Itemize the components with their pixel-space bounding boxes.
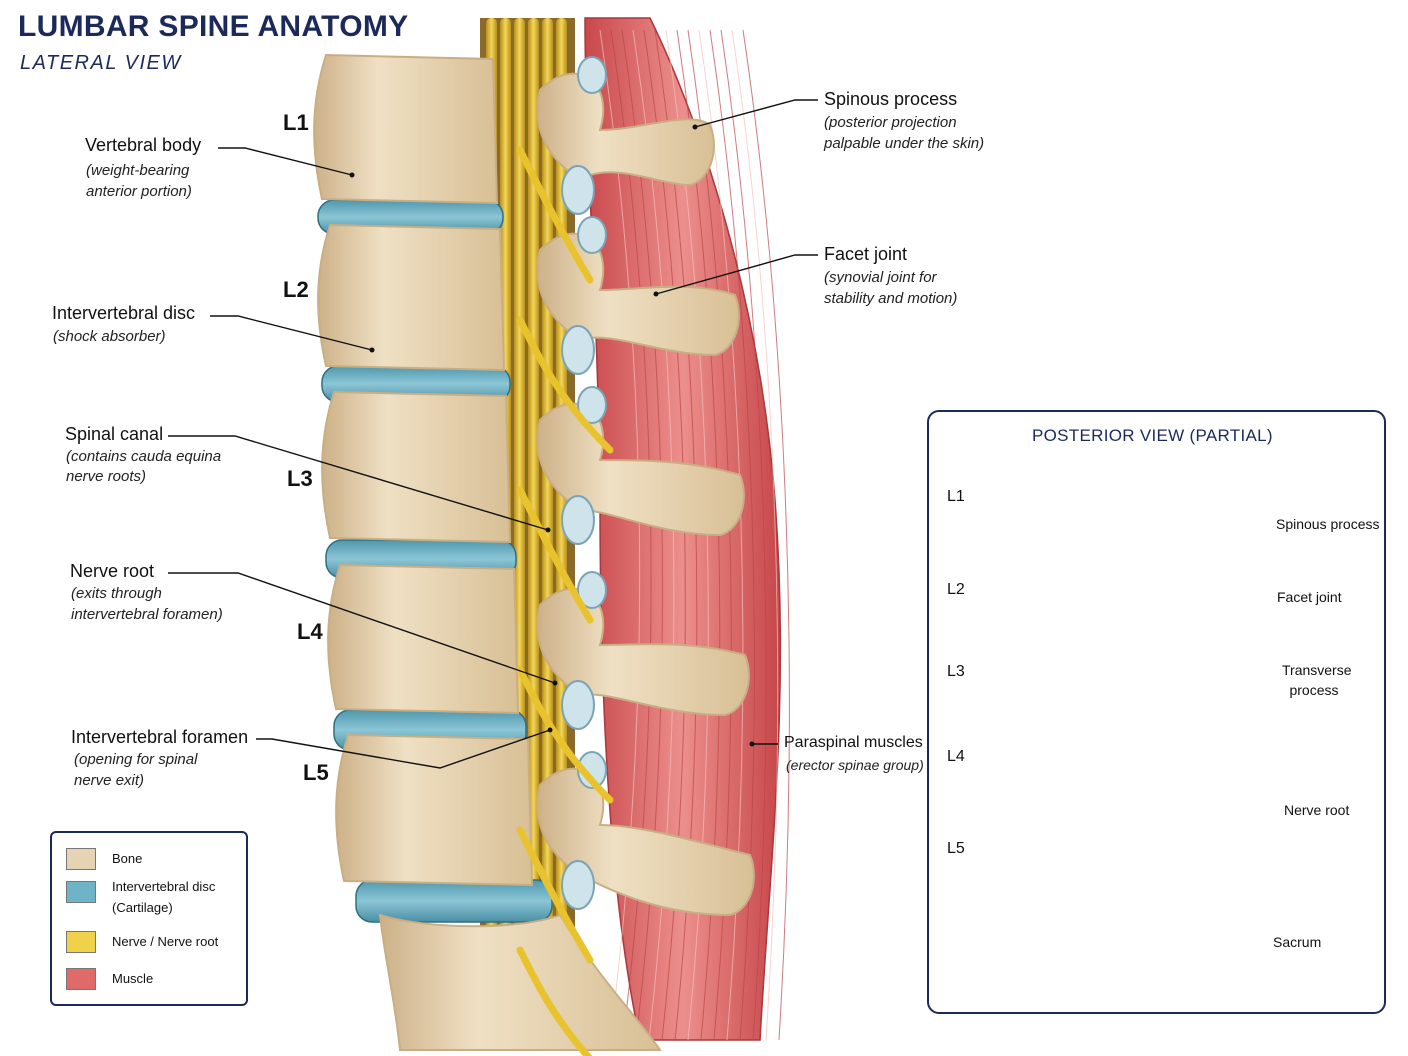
callout-facet-joint-desc-1: (synovial joint for [824, 269, 937, 286]
callout-paraspinal-muscles-desc-1: (erector spinae group) [786, 757, 924, 773]
facet-joint-superior-l2 [577, 216, 607, 254]
leader-vertebral-body-dot [349, 172, 355, 178]
callout-spinal-canal-desc-2: nerve roots) [66, 468, 147, 485]
facet-joint-l1 [561, 165, 595, 215]
exiting-nerve-root [516, 826, 594, 964]
facet-joint-superior-l1 [577, 56, 607, 94]
leader-paraspinal-muscles-dot [749, 741, 755, 747]
diagram-title: LUMBAR SPINE ANATOMY [18, 10, 409, 43]
posterior-view-title: POSTERIOR VIEW (PARTIAL) [1032, 426, 1273, 445]
callout-spinal-canal-desc-1: (contains cauda equina [66, 448, 222, 465]
muscle-fiber [731, 29, 779, 1041]
leader-facet-joint [655, 254, 818, 295]
posterior-view-panel [927, 410, 1386, 1014]
diagram-subtitle: LATERAL VIEW [20, 52, 182, 74]
leader-spinous-process-dot [692, 124, 698, 130]
leader-spinal-canal-dot [545, 527, 551, 533]
legend-swatch-nerve [66, 931, 96, 953]
vertebra-label-l3: L3 [287, 466, 313, 491]
legend-label-disc-2: (Cartilage) [112, 900, 173, 915]
posterior-level-l1: L1 [947, 488, 965, 505]
exiting-nerve-root [516, 316, 614, 454]
leader-facet-joint-dot [653, 291, 659, 297]
callout-facet-joint-name: Facet joint [824, 244, 908, 264]
exiting-nerve-root [516, 146, 594, 284]
callout-intervertebral-disc-name: Intervertebral disc [52, 303, 196, 323]
facet-joint-superior-l4 [577, 571, 607, 609]
callout-spinous-process-desc-2: palpable under the skin) [824, 135, 985, 152]
vertebral-body-l4 [327, 563, 520, 715]
callout-vertebral-body-name: Vertebral body [85, 135, 202, 155]
posterior-level-l5: L5 [947, 840, 965, 857]
vertebral-body-l1 [313, 53, 499, 205]
legend-label-muscle: Muscle [112, 971, 154, 986]
callout-nerve-root-name: Nerve root [70, 561, 155, 581]
legend-swatch-bone [66, 848, 96, 870]
posterior-label-sacrum: Sacrum [1273, 934, 1322, 950]
leader-vertebral-body [218, 147, 353, 176]
leader-nerve-root-dot [552, 680, 558, 686]
callout-nerve-root-desc-1: (exits through [71, 585, 162, 602]
legend-label-bone: Bone [112, 851, 143, 866]
posterior-label-spinous-process: Spinous process [1276, 516, 1380, 532]
vertebra-label-l2: L2 [283, 277, 309, 302]
callout-paraspinal-muscles-name: Paraspinal muscles [784, 734, 923, 751]
exiting-nerve-root [516, 666, 614, 804]
vertebra-label-l4: L4 [297, 619, 323, 644]
callout-spinous-process-name: Spinous process [824, 89, 958, 109]
exiting-nerve-root [516, 486, 594, 624]
legend-swatch-muscle [66, 968, 96, 990]
posterior-label-transverse-process-2: process [1289, 682, 1339, 698]
vertebra-label-l5: L5 [303, 760, 329, 785]
leader-intervertebral-disc [210, 315, 373, 351]
callout-intervertebral-foramen-desc-2: nerve exit) [74, 772, 145, 789]
legend-label-disc-1: Intervertebral disc [112, 879, 216, 894]
legend-label-nerve: Nerve / Nerve root [112, 934, 219, 949]
legend: Bone Intervertebral disc (Cartilage) Ner… [50, 831, 248, 1006]
callout-intervertebral-foramen-name: Intervertebral foramen [71, 727, 249, 747]
muscle-fiber [742, 29, 790, 1041]
callout-vertebral-body-desc-2: anterior portion) [86, 183, 192, 200]
leader-intervertebral-foramen [256, 729, 551, 769]
leader-spinous-process [694, 99, 818, 128]
vertebral-body-l5 [335, 733, 534, 887]
leader-spinal-canal [168, 435, 549, 531]
leader-intervertebral-foramen-dot [547, 727, 553, 733]
callout-intervertebral-disc-desc-1: (shock absorber) [53, 328, 166, 345]
leader-intervertebral-disc-dot [369, 347, 375, 353]
vertebra-label-l1: L1 [283, 110, 309, 135]
cauda-equina-fiber [528, 18, 539, 1038]
lateral-view-illustration [313, 17, 790, 1056]
facet-joint-l4 [561, 680, 595, 730]
posterior-level-l2: L2 [947, 581, 965, 598]
posterior-level-l3: L3 [947, 663, 965, 680]
legend-swatch-disc [66, 881, 96, 903]
vertebral-body-l3 [321, 390, 512, 544]
muscle-fiber [720, 29, 767, 1041]
callout-intervertebral-foramen-desc-1: (opening for spinal [74, 751, 198, 768]
posterior-label-transverse-process-1: Transverse [1282, 662, 1352, 678]
callout-spinal-canal-name: Spinal canal [65, 424, 164, 444]
callout-spinous-process-desc-1: (posterior projection [824, 114, 957, 131]
leader-nerve-root [168, 572, 556, 684]
exiting-nerve-root [516, 946, 593, 1056]
facet-joint-l5 [561, 860, 595, 910]
callout-vertebral-body-desc-1: (weight-bearing [86, 162, 190, 179]
vertebral-body-l2 [317, 223, 506, 372]
facet-joint-superior-l3 [577, 386, 607, 424]
callout-nerve-root-desc-2: intervertebral foramen) [71, 606, 223, 623]
posterior-label-facet-joint: Facet joint [1277, 589, 1342, 605]
sacrum-lateral [378, 913, 662, 1051]
posterior-label-nerve-root: Nerve root [1284, 802, 1350, 818]
facet-joint-l2 [561, 325, 595, 375]
posterior-level-l4: L4 [947, 748, 965, 765]
callout-facet-joint-desc-2: stability and motion) [824, 290, 958, 307]
facet-joint-l3 [561, 495, 595, 545]
